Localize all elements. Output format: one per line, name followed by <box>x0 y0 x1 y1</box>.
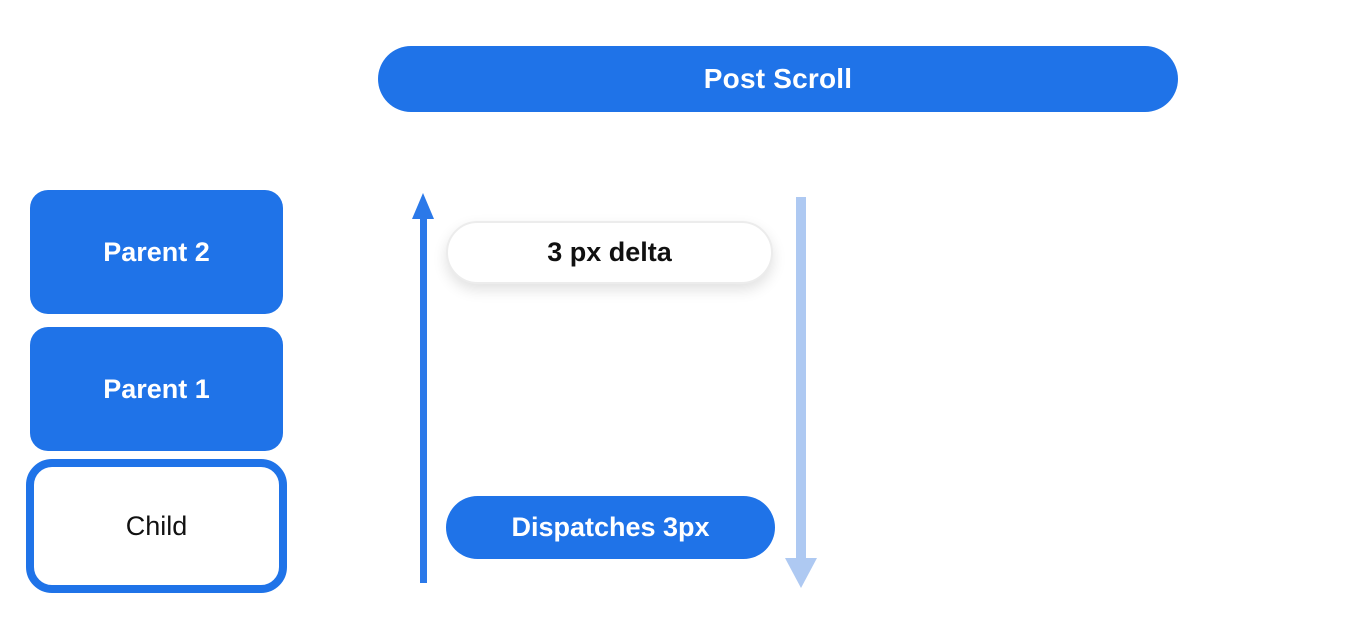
post-scroll-label: Post Scroll <box>703 63 853 94</box>
child-box: Child <box>26 459 287 593</box>
parent-1-label: Parent 1 <box>103 373 210 404</box>
arrow-down-icon <box>785 197 817 588</box>
dispatch-pill: Dispatches 3px <box>446 496 775 559</box>
post-scroll-banner: Post Scroll <box>378 46 1178 112</box>
child-label: Child <box>125 510 188 541</box>
arrow-up-icon <box>412 193 434 583</box>
arrow-up-line <box>419 219 427 583</box>
arrow-down-line <box>796 197 806 558</box>
parent-2-label: Parent 2 <box>103 236 210 267</box>
delta-pill: 3 px delta <box>446 221 773 284</box>
parent-1-box: Parent 1 <box>30 327 283 451</box>
arrow-up-head <box>412 193 434 219</box>
delta-label: 3 px delta <box>547 237 672 267</box>
dispatch-label: Dispatches 3px <box>511 512 710 542</box>
parent-2-box: Parent 2 <box>30 190 283 314</box>
arrow-down-head <box>785 558 817 588</box>
